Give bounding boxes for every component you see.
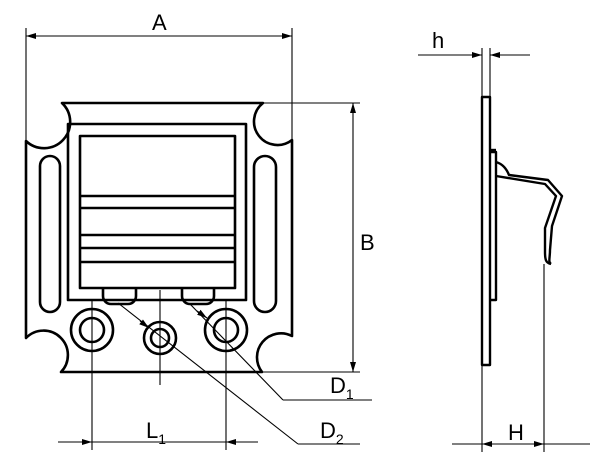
front-dimensions [25, 28, 372, 450]
label-d2-main: D [320, 418, 336, 443]
front-view [24, 101, 294, 374]
label-d1: D1 [330, 373, 354, 402]
label-d1-main: D [330, 373, 346, 398]
side-hook-outer [495, 160, 564, 265]
side-view [480, 95, 564, 367]
dim-d1-arrow [196, 309, 208, 319]
dim-d2-arrow [139, 319, 150, 329]
label-l1-main: L [146, 418, 158, 443]
hook-window-outer [66, 122, 248, 302]
label-l1: L1 [146, 418, 166, 447]
dim-d1-leader [189, 303, 284, 401]
side-hook-inner [495, 174, 558, 266]
label-hh: H [508, 420, 524, 445]
label-l1-sub: 1 [158, 431, 166, 447]
side-plate [480, 95, 492, 367]
label-d2: D2 [320, 418, 344, 447]
tab-right [180, 288, 216, 306]
plate-outline [24, 101, 294, 374]
slot-left [38, 154, 62, 314]
side-dimensions [418, 48, 590, 452]
dim-d2-leader [117, 302, 299, 445]
side-hook-mount [490, 150, 498, 302]
label-a: A [152, 10, 167, 35]
label-d2-sub: 2 [336, 431, 344, 447]
slot-right [252, 154, 278, 314]
tab-left [101, 288, 138, 306]
label-b: B [360, 230, 375, 255]
label-d1-sub: 1 [346, 386, 354, 402]
hook-window-inner [78, 134, 237, 290]
label-h: h [432, 28, 444, 53]
